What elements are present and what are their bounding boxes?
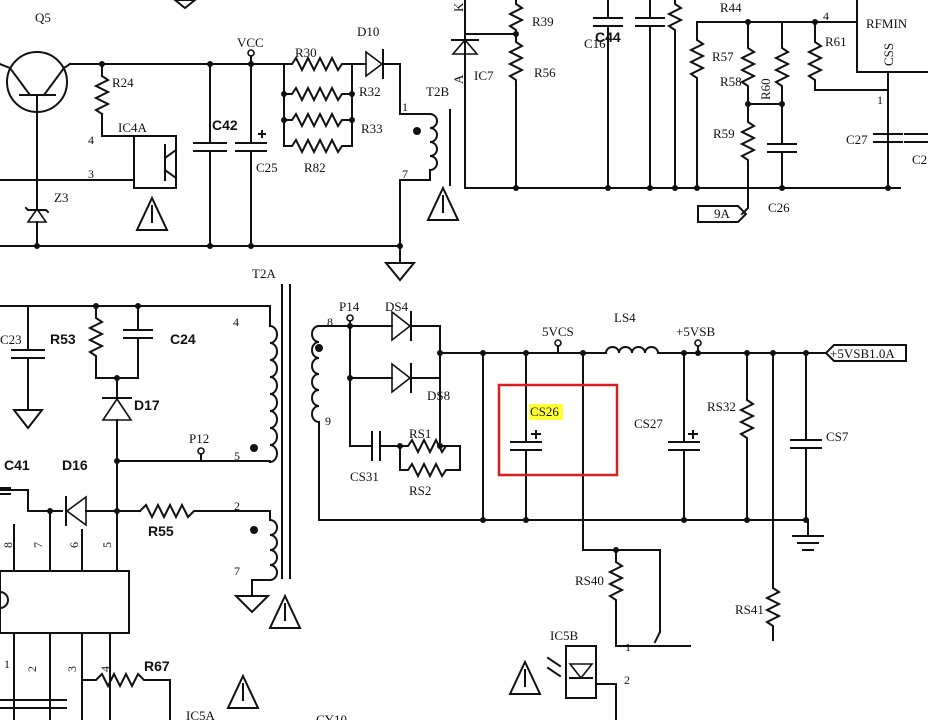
primary-aux-section [0,0,460,282]
label-p14: P14 [339,299,360,314]
pin-6-ic: 6 [67,542,81,548]
label-r82: R82 [304,160,326,175]
label-ic4a: IC4A [118,120,148,135]
label-c23: C23 [0,332,22,347]
label-c41: C41 [4,457,30,473]
pin-1-ic5b: 1 [625,640,631,654]
label-ds4: DS4 [385,299,409,314]
label-rs40: RS40 [575,573,604,588]
label-r58: R58 [720,74,742,89]
pin-8-ic: 8 [1,542,15,548]
pin-9-t2a: 9 [325,414,331,428]
label-r32: R32 [359,84,381,99]
label-d10: D10 [357,24,379,39]
pin-numbers: 4 3 1 7 1 4 4 5 2 7 8 9 8 7 6 5 1 2 3 4 … [1,9,883,687]
primary-driver-section [0,284,302,720]
pin-4-t2a: 4 [233,315,239,329]
label-c25: C25 [256,160,278,175]
label-c2-truncated: C2 [912,152,927,167]
pin-2-ic5b: 2 [624,673,630,687]
label-ic5b: IC5B [550,628,579,643]
pin-4-ic: 4 [98,666,112,672]
label-r30: R30 [295,45,317,60]
ic5b-optocoupler [565,645,597,699]
label-c16: C16 [584,36,606,51]
label-c44: C44 [595,29,621,45]
label-vcc: VCC [237,35,264,50]
ic4a-optocoupler [133,135,177,189]
label-c42: C42 [212,117,238,133]
label-ic7: IC7 [474,68,494,83]
label-z3: Z3 [54,190,68,205]
label-t2b: T2B [426,84,449,99]
pin-1-t2b: 1 [402,100,408,114]
label-r57: R57 [712,49,734,64]
net-tag-5vsb [824,344,907,362]
label-d17: D17 [134,397,160,413]
pin-7-t2b: 7 [402,167,408,181]
pin-3-ic4a: 3 [88,167,94,181]
feedback-section [451,0,928,223]
label-css: CSS [881,43,896,66]
label-r55: R55 [148,523,174,539]
pin-8-t2a: 8 [327,315,333,329]
standby-output-section [311,310,907,720]
label-r53: R53 [50,331,76,347]
label-cs31: CS31 [350,469,379,484]
label-5vsb-tag: +5VSB1.0A [830,346,895,361]
pin-5-t2a: 5 [234,449,240,463]
label-9a: 9A [714,206,731,221]
rfmin-chip-outline [856,0,928,73]
label-rs32: RS32 [707,399,736,414]
pin-2-t2a: 2 [234,499,240,513]
highlight-box-cs26 [497,383,619,477]
label-ds8: DS8 [427,388,450,403]
label-cs26: CS26 [530,404,559,419]
label-q5: Q5 [35,10,51,25]
label-c26: C26 [768,200,790,215]
net-tag-9a [697,205,748,223]
pin-1-css: 1 [877,93,883,107]
label-k: K [451,2,466,12]
label-ic5a: IC5A [186,708,216,720]
cs26-label-highlight [529,404,563,420]
controller-ic-package [0,570,130,634]
label-p12: P12 [189,431,209,446]
pin-5-ic: 5 [100,542,114,548]
pin-4-rfmin: 4 [823,9,829,23]
label-r44: R44 [720,0,742,15]
label-r56: R56 [534,65,556,80]
label-t2a: T2A [252,266,276,281]
label-5vcs: 5VCS [542,324,574,339]
pin-3-ic: 3 [65,666,79,672]
label-rfmin: RFMIN [866,16,908,31]
label-r67: R67 [144,658,170,674]
label-rs41: RS41 [735,602,764,617]
label-c24: C24 [170,331,196,347]
label-a: A [451,74,466,84]
label-cy10: CY10 [316,712,347,720]
label-rs2: RS2 [409,483,431,498]
label-r33: R33 [361,121,383,136]
label-c27: C27 [846,132,868,147]
label-cs7: CS7 [826,429,849,444]
pin-7-ic: 7 [31,542,45,548]
pin-1-ic: 1 [4,657,10,671]
pin-4-ic4a: 4 [88,133,94,147]
label-d16: D16 [62,457,88,473]
label-cs27: CS27 [634,416,663,431]
label-r60: R60 [758,78,773,100]
label-ls4: LS4 [614,310,636,325]
label-r39: R39 [532,14,554,29]
pin-7-t2a: 7 [234,564,240,578]
pin-2-ic: 2 [25,666,39,672]
label-r61: R61 [825,34,847,49]
label-r59: R59 [713,126,735,141]
label-rs1: RS1 [409,426,431,441]
label-5vsb: +5VSB [676,324,715,339]
label-r24: R24 [112,75,134,90]
